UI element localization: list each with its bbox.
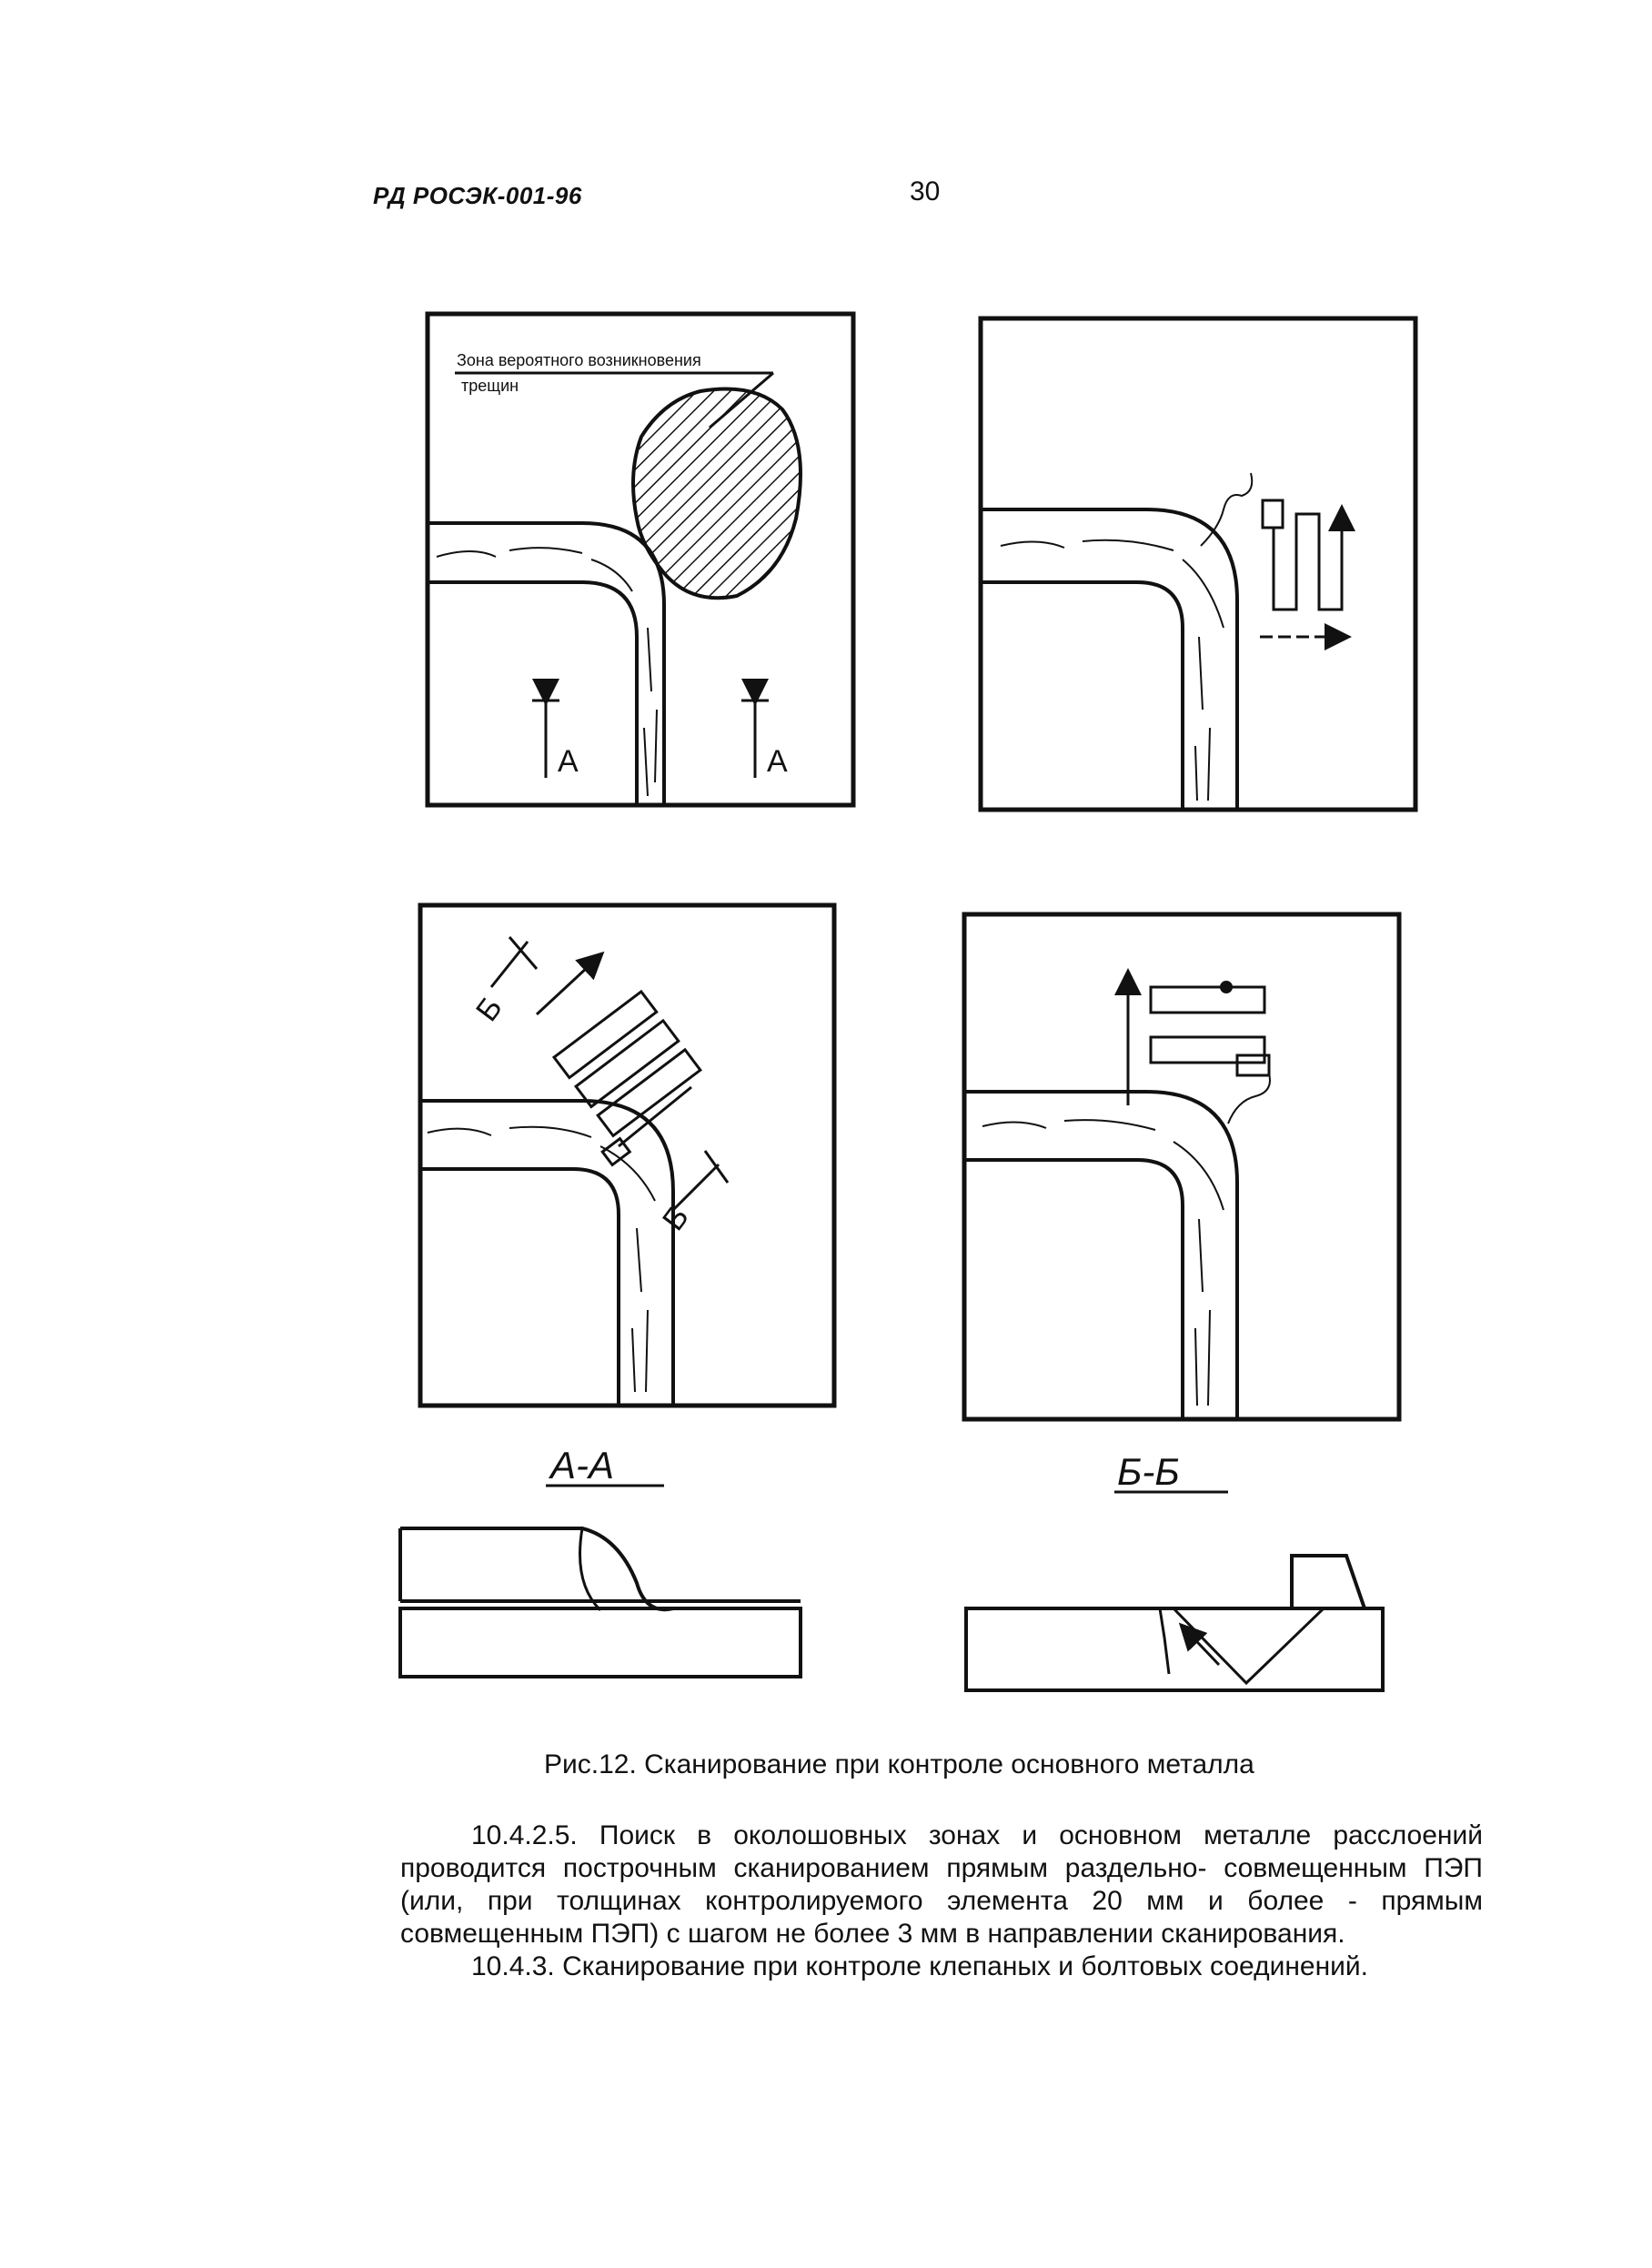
body-text: 10.4.2.5. Поиск в околошовных зонах и ос…: [400, 1819, 1483, 1983]
figure-caption: Рис.12. Сканирование при контроле основн…: [544, 1749, 1254, 1779]
section-mark-a-right: А: [767, 744, 788, 779]
panel-top-left: [425, 311, 856, 808]
panel-middle-right: [962, 912, 1402, 1422]
panel-middle-left: [418, 902, 837, 1408]
section-mark-b-upper: Б: [469, 991, 509, 1028]
document-code: РД РОСЭК-001-96: [373, 182, 582, 209]
section-aa: [398, 1484, 802, 1678]
section-title-aa: А-А: [548, 1444, 614, 1487]
section-bb: [964, 1490, 1385, 1692]
panel-top-right: [978, 316, 1418, 812]
crack-zone-label: Зона вероятного возникновения: [457, 351, 701, 369]
paragraph-10-4-2-5: 10.4.2.5. Поиск в околошовных зонах и ос…: [400, 1820, 1483, 1949]
section-title-bb: Б-Б: [1117, 1450, 1180, 1493]
paragraph-10-4-3: 10.4.3. Сканирование при контроле клепан…: [471, 1951, 1369, 1981]
section-mark-a-left: А: [558, 744, 579, 779]
crack-zone-label-2: трещин: [461, 377, 519, 395]
page-number: 30: [910, 176, 941, 207]
crack-zone-hatched: [631, 387, 802, 600]
